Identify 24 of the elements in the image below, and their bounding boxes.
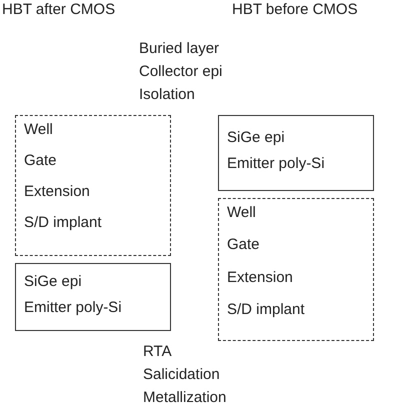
step-text: Emitter poly-Si <box>227 155 325 173</box>
step-text: SiGe epi <box>227 129 285 147</box>
step-text: SiGe epi <box>24 273 82 291</box>
step-text: Gate <box>227 236 260 254</box>
step-text: Isolation <box>139 86 195 104</box>
process-box <box>15 263 171 331</box>
step-text: Salicidation <box>143 366 220 384</box>
step-text: RTA <box>143 343 172 361</box>
process-box <box>218 115 374 191</box>
process-box <box>218 198 374 341</box>
step-text: Buried layer <box>139 40 220 58</box>
step-text: Well <box>227 204 256 222</box>
column-heading: HBT before CMOS <box>232 1 358 19</box>
step-text: Gate <box>24 152 57 170</box>
step-text: Well <box>24 121 53 139</box>
step-text: S/D implant <box>227 301 305 319</box>
step-text: S/D implant <box>24 214 102 232</box>
step-text: Collector epi <box>139 63 222 81</box>
column-heading: HBT after CMOS <box>2 1 116 19</box>
step-text: Extension <box>227 269 293 287</box>
step-text: Emitter poly-Si <box>24 299 122 317</box>
step-text: Metallization <box>143 389 226 407</box>
step-text: Extension <box>24 183 90 201</box>
process-box <box>15 115 171 256</box>
